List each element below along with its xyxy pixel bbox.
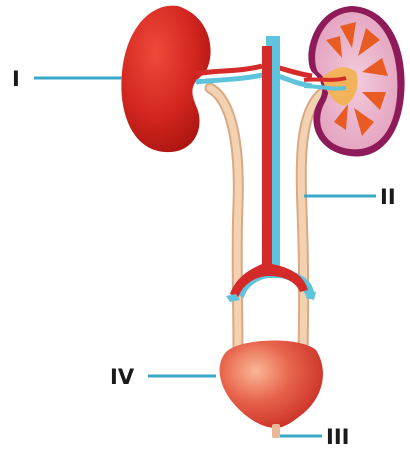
urethra [272, 424, 280, 438]
right-kidney-cross-section [304, 6, 405, 156]
label-urethra: III [326, 425, 349, 449]
label-bladder: IV [110, 365, 135, 389]
label-ureter: II [380, 185, 396, 209]
bladder [220, 340, 323, 428]
label-kidney: I [12, 67, 20, 91]
left-kidney [121, 6, 210, 152]
